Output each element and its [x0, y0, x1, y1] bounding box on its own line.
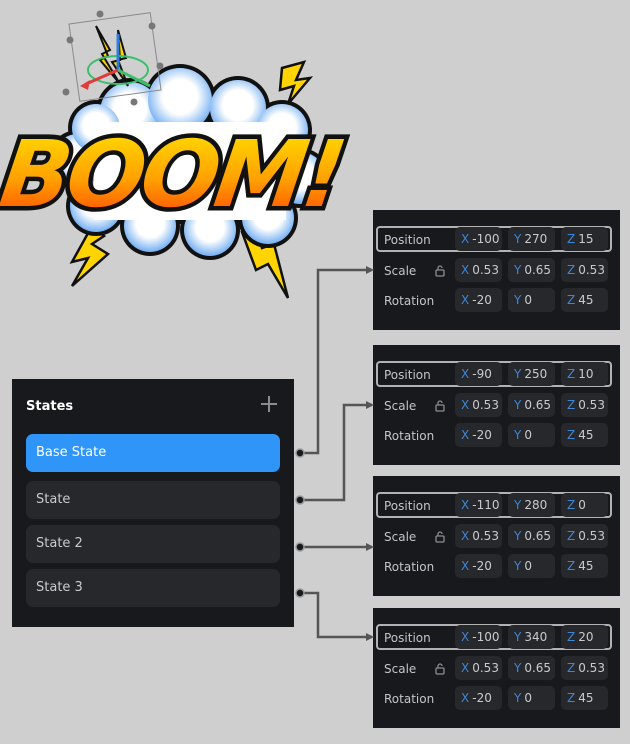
position-x-field[interactable]: X-100 — [455, 227, 502, 251]
position-x-field[interactable]: X-100 — [455, 625, 502, 649]
connector-dot — [295, 495, 305, 505]
rotation-label: Rotation — [384, 560, 435, 574]
position-label: Position — [384, 233, 431, 247]
rotation-label: Rotation — [384, 692, 435, 706]
boom-artwork[interactable]: BOOM! — [0, 0, 380, 310]
cloud-shape — [48, 64, 330, 260]
transform-gizmo[interactable] — [62, 10, 164, 106]
lock-icon[interactable] — [435, 663, 445, 675]
position-label: Position — [384, 499, 431, 513]
rotation-label: Rotation — [384, 429, 435, 443]
scale-label: Scale — [384, 264, 417, 278]
rotation-label: Rotation — [384, 294, 435, 308]
position-x-field[interactable]: X-110 — [455, 493, 502, 517]
scale-label: Scale — [384, 399, 417, 413]
rotation-x-field[interactable]: X-20 — [455, 686, 502, 710]
state-item-state[interactable]: State — [26, 481, 280, 519]
lightning-bolt-icon — [69, 224, 111, 287]
position-label: Position — [384, 368, 431, 382]
position-label: Position — [384, 631, 431, 645]
connector-state-3 — [304, 591, 374, 641]
connector-dot — [295, 542, 305, 552]
state-item-base-state[interactable]: Base State — [26, 434, 280, 472]
lock-icon[interactable] — [435, 265, 445, 277]
lock-icon[interactable] — [435, 531, 445, 543]
boom-text: BOOM! — [0, 120, 349, 227]
states-title: States — [26, 399, 74, 414]
state-item-state-3[interactable]: State 3 — [26, 569, 280, 607]
rotation-x-field[interactable]: X-20 — [455, 288, 502, 312]
scale-label: Scale — [384, 530, 417, 544]
position-x-field[interactable]: X-90 — [455, 362, 502, 386]
state-item-state-2[interactable]: State 2 — [26, 525, 280, 563]
lock-icon[interactable] — [435, 400, 445, 412]
connector-dot — [295, 448, 305, 458]
states-panel: States Base State State State 2 State 3 — [12, 379, 294, 627]
add-state-button[interactable] — [260, 395, 278, 413]
connector-state — [304, 401, 374, 502]
rotation-x-field[interactable]: X-20 — [455, 554, 502, 578]
rotation-x-field[interactable]: X-20 — [455, 423, 502, 447]
scale-label: Scale — [384, 662, 417, 676]
connector-dot — [295, 588, 305, 598]
lightning-bolt-icon — [278, 60, 314, 105]
